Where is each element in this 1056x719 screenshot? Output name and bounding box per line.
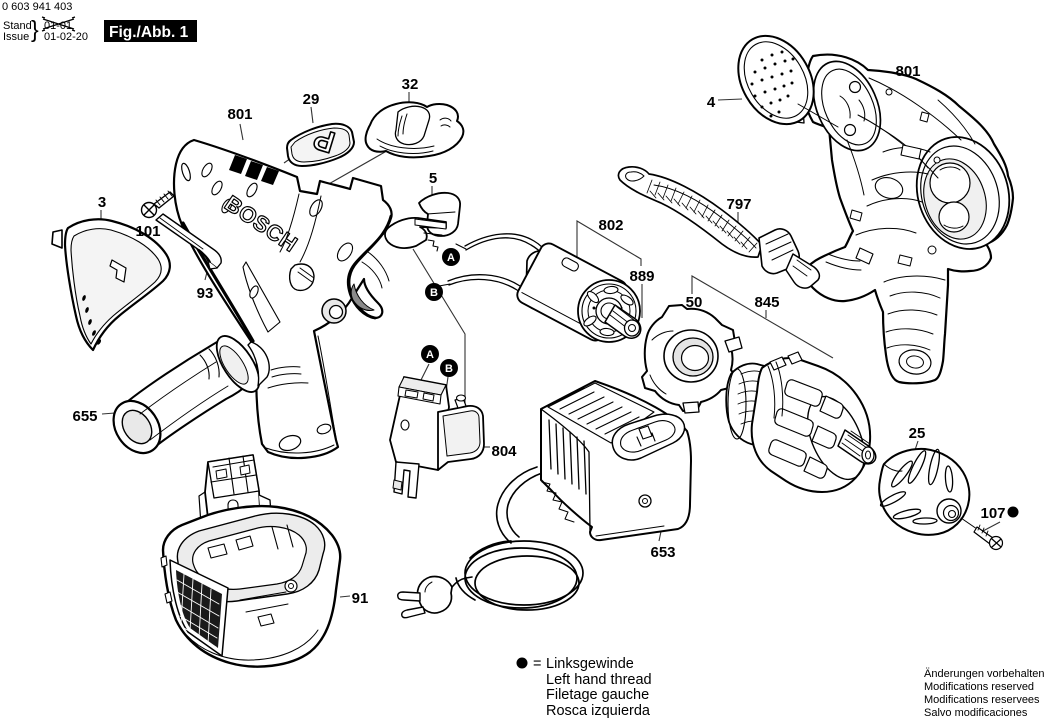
svg-text:32: 32: [402, 76, 419, 93]
svg-text:25: 25: [909, 425, 926, 442]
svg-text:=: =: [533, 656, 541, 672]
svg-text:655: 655: [72, 408, 97, 425]
svg-text:4: 4: [707, 94, 716, 111]
svg-text:3: 3: [98, 194, 106, 211]
svg-text:Fig./Abb. 1: Fig./Abb. 1: [109, 24, 189, 41]
svg-text:653: 653: [650, 544, 675, 561]
svg-text:29: 29: [303, 91, 320, 108]
svg-text:804: 804: [491, 443, 517, 460]
svg-text:801: 801: [895, 63, 920, 80]
svg-text:A: A: [426, 349, 434, 361]
svg-text:Modifications reservees: Modifications reservees: [924, 694, 1040, 706]
svg-text:0 603 941 403: 0 603 941 403: [2, 1, 72, 13]
svg-text:Rosca izquierda: Rosca izquierda: [546, 703, 651, 719]
svg-text:107: 107: [980, 505, 1005, 522]
svg-text:845: 845: [754, 294, 779, 311]
svg-text:93: 93: [197, 285, 214, 302]
svg-text:01-01: 01-01: [44, 20, 72, 32]
svg-text:B: B: [445, 363, 453, 375]
svg-text:B: B: [430, 287, 438, 299]
svg-text:Linksgewinde: Linksgewinde: [546, 656, 634, 672]
svg-text:801: 801: [227, 106, 252, 123]
svg-text:Änderungen vorbehalten: Änderungen vorbehalten: [924, 668, 1044, 680]
svg-text:889: 889: [629, 268, 654, 285]
svg-text:Stand: Stand: [3, 20, 32, 32]
svg-text:Salvo modificaciones: Salvo modificaciones: [924, 707, 1028, 719]
svg-text:Modifications reserved: Modifications reserved: [924, 681, 1034, 693]
svg-text:A: A: [447, 252, 455, 264]
svg-text:Left hand thread: Left hand thread: [546, 672, 652, 688]
svg-text:91: 91: [352, 590, 369, 607]
svg-text:50: 50: [686, 294, 703, 311]
svg-text:101: 101: [135, 223, 160, 240]
svg-text:Filetage gauche: Filetage gauche: [546, 687, 649, 703]
svg-text:Issue: Issue: [3, 31, 29, 43]
svg-text:5: 5: [429, 170, 437, 187]
svg-text:802: 802: [598, 217, 623, 234]
svg-text:797: 797: [726, 196, 751, 213]
svg-text:}: }: [31, 16, 39, 42]
svg-text:01-02-20: 01-02-20: [44, 31, 88, 43]
